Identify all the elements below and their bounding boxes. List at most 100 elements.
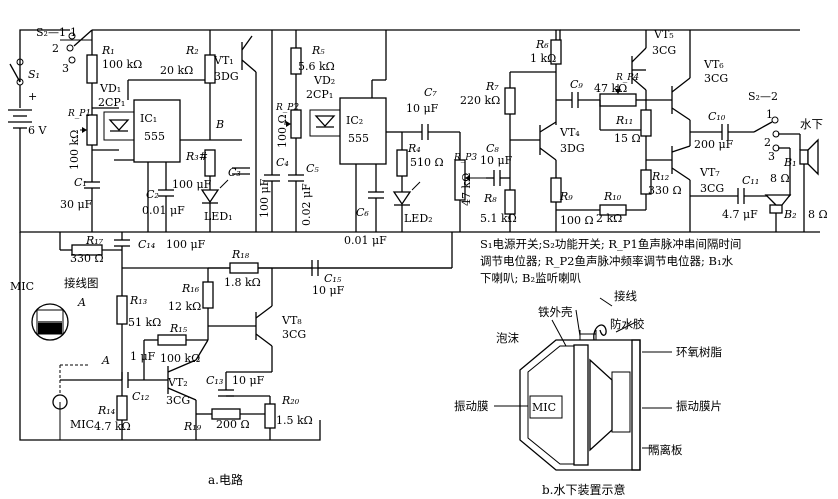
- r9-resistor: [550, 177, 562, 232]
- c12-label: C₁₂: [132, 390, 149, 403]
- s2-2-label: S₂—2: [748, 90, 778, 103]
- c13-value: 10 μF: [232, 374, 265, 387]
- underwater-device: [494, 297, 672, 471]
- vt7-label: VT₇: [699, 166, 720, 179]
- c3-capacitor: [232, 167, 250, 175]
- rp3-label: R_P3: [453, 153, 477, 163]
- device-shell-label: 铁外壳: [538, 305, 573, 319]
- c14-label: C₁₄: [138, 238, 155, 251]
- s2-1-label: S₂—1: [36, 26, 66, 39]
- vt7-type: 3CG: [700, 182, 724, 195]
- r2-value: 20 kΩ: [160, 64, 193, 77]
- c10-label: C₁₀: [708, 110, 726, 123]
- r13-label: R₁₃: [129, 294, 147, 307]
- c1-label: C₁: [74, 176, 87, 189]
- c5-capacitor: [288, 160, 304, 232]
- vt5-type: 3CG: [652, 44, 676, 57]
- vd1-label: VD₁: [99, 82, 121, 95]
- c2-value: 0.01 μF: [142, 204, 185, 217]
- b2-value: 8 Ω: [808, 208, 828, 221]
- c15-value: 10 μF: [312, 284, 345, 297]
- ground-rail: [19, 150, 820, 441]
- rp3-potentiometer: [454, 159, 486, 232]
- r11-value: 15 Ω: [614, 132, 641, 145]
- node-a-bottom: A: [101, 354, 110, 367]
- r6-label: R₆: [535, 38, 549, 51]
- r13-resistor: [116, 268, 128, 380]
- s1-label: S₁: [28, 68, 40, 81]
- ic1-label: IC₁: [140, 112, 157, 125]
- r8-resistor: [504, 140, 516, 232]
- r11-resistor: [640, 100, 652, 160]
- mic-wiring-diagram: [31, 303, 88, 440]
- vt4-transistor: [510, 121, 557, 178]
- ic2-label: IC₂: [346, 114, 363, 127]
- r14-value: 4.7 kΩ: [94, 420, 131, 433]
- r11-label: R₁₁: [615, 114, 633, 127]
- s2-2-switch: [753, 116, 800, 196]
- c8-capacitor: [486, 170, 510, 186]
- r6-resistor: [550, 30, 562, 125]
- vd2-label: VD₂: [313, 74, 335, 87]
- r19-value: 200 Ω: [216, 418, 250, 431]
- switch-pos-1: 1: [70, 26, 77, 39]
- note-line-3: 下喇叭; B₂监听喇叭: [480, 271, 582, 285]
- c2-capacitor: [158, 189, 174, 232]
- battery: [8, 85, 32, 150]
- b2-label: B₂: [783, 208, 797, 221]
- note-line-1: S₁电源开关;S₂功能开关; R_P1鱼声脉冲串间隔时间: [480, 237, 741, 251]
- vt6-type: 3CG: [704, 72, 728, 85]
- ic2-type: 555: [348, 132, 369, 145]
- node-a-top: A: [77, 296, 86, 309]
- c13-capacitor: [218, 372, 270, 397]
- r10-label: R₁₀: [603, 190, 622, 203]
- r9-value: 100 Ω: [560, 214, 594, 227]
- s2-2-pos-1: 1: [766, 108, 773, 121]
- r12-label: R₁₂: [651, 170, 669, 183]
- r14-label: R₁₄: [97, 404, 115, 417]
- s2-1-switch: [60, 29, 93, 64]
- r20-label: R₂₀: [281, 394, 300, 407]
- r15-value: 100 kΩ: [160, 352, 200, 365]
- c2-label: C₂: [146, 188, 159, 201]
- c8-label: C₈: [486, 142, 499, 155]
- c5-label: C₅: [306, 162, 319, 175]
- vt1-type: 3DG: [214, 70, 239, 83]
- rp4-potentiometer: [599, 84, 646, 131]
- c11-label: C₁₁: [742, 174, 759, 187]
- vt4-label: VT₄: [559, 126, 580, 139]
- led2-label: LED₂: [404, 212, 433, 225]
- r14-resistor: [116, 388, 128, 440]
- r10-resistor: [556, 204, 646, 216]
- vt7-transistor: [646, 145, 691, 232]
- vt2-transistor: [167, 339, 209, 440]
- vt2-type: 3CG: [166, 394, 190, 407]
- device-epoxy-label: 环氧树脂: [676, 345, 722, 359]
- c10-value: 200 μF: [694, 138, 734, 151]
- c6-value: 0.01 μF: [344, 234, 387, 247]
- vt5-label: VT₅: [653, 28, 674, 41]
- r7-resistor: [504, 71, 556, 140]
- vt1-label: VT₁: [213, 54, 234, 67]
- r2-resistor: [204, 30, 216, 140]
- r12-value: 330 Ω: [648, 184, 682, 197]
- device-foam-label: 泡沫: [496, 331, 519, 345]
- r5-value: 5.6 kΩ: [298, 60, 335, 73]
- c4-label: C₄: [276, 156, 289, 169]
- vt4-type: 3DG: [560, 142, 585, 155]
- r15-label: R₁₅: [169, 322, 188, 335]
- device-film-sheet-label: 振动膜片: [676, 399, 722, 413]
- r5-resistor: [290, 30, 302, 100]
- caption-b: b.水下装置示意: [542, 482, 626, 497]
- r17-value: 330 Ω: [70, 252, 104, 265]
- r3-resistor: [204, 149, 216, 190]
- c9-capacitor: [556, 92, 600, 108]
- r7-value: 220 kΩ: [460, 94, 500, 107]
- c3-label: C₃: [228, 166, 241, 179]
- underwater-label: 水下: [800, 117, 823, 131]
- r1-value: 100 kΩ: [102, 58, 142, 71]
- c7-value: 10 μF: [406, 102, 439, 115]
- c7-label: C₇: [424, 86, 437, 99]
- c15-capacitor: [272, 260, 452, 276]
- c4-capacitor: [264, 30, 280, 232]
